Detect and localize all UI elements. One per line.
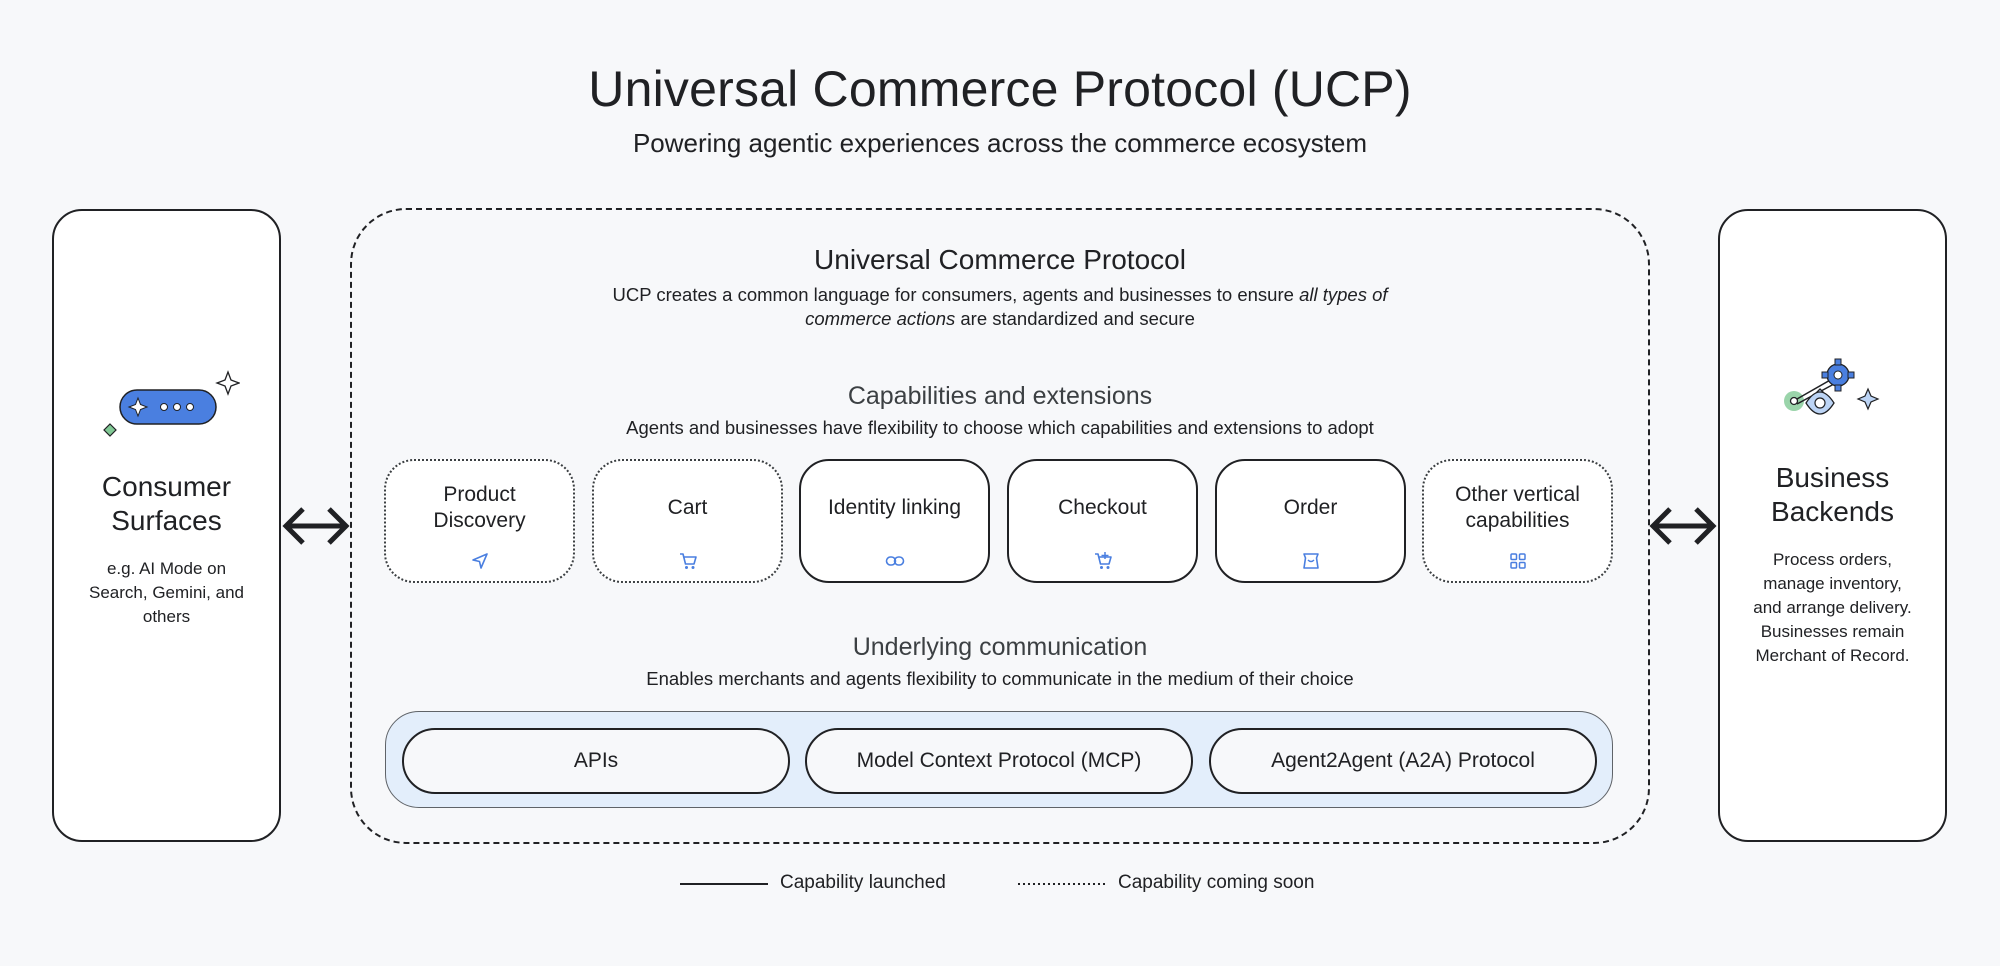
consumer-desc-line2: Search, Gemini, and: [89, 583, 244, 602]
consumer-title-line1: Consumer: [101, 471, 232, 502]
legend-dotted-line: [1018, 883, 1106, 885]
ucp-panel: [350, 208, 1650, 844]
shopping-bag-icon: [1302, 553, 1319, 569]
capability-label: Other vertical: [1455, 483, 1580, 506]
business-desc-line1: Process orders,: [1772, 550, 1893, 569]
ucp-desc-italic-2: commerce actions: [805, 308, 956, 329]
ucp-desc-plain-1: UCP creates a common language for consum…: [612, 284, 1300, 305]
capability-label: Product: [443, 483, 516, 506]
chat-bubble-sparkle-icon: [103, 370, 240, 437]
gears-connection-icon: [1784, 358, 1880, 415]
capability-card-order: Order: [1215, 459, 1406, 583]
grid-icon: [1509, 553, 1526, 569]
comm-pill-apis: APIs: [402, 728, 790, 794]
consumer-title-line2: Surfaces: [111, 505, 222, 536]
send-icon: [471, 553, 488, 569]
comm-pill-mcp: Model Context Protocol (MCP): [805, 728, 1193, 794]
business-desc-line2: manage inventory,: [1763, 574, 1902, 593]
business-backends-panel: Business Backends Process orders, manage…: [1718, 209, 1947, 842]
ucp-description-line2: commerce actions are standardized and se…: [350, 306, 1650, 331]
capability-card-cart: Cart: [592, 459, 783, 583]
capability-label: Checkout: [1058, 496, 1147, 519]
legend-coming-soon-label: Capability coming soon: [1118, 872, 1315, 893]
comm-pill-a2a: Agent2Agent (A2A) Protocol: [1209, 728, 1597, 794]
capability-label: Identity linking: [827, 496, 962, 519]
legend-launched-label: Capability launched: [780, 872, 946, 893]
capability-label: Cart: [667, 496, 708, 519]
consumer-surfaces-panel: Consumer Surfaces e.g. AI Mode on Search…: [52, 209, 281, 842]
ucp-title: Universal Commerce Protocol: [814, 244, 1186, 275]
page-subtitle: Powering agentic experiences across the …: [632, 128, 1368, 158]
cart-icon: [679, 553, 697, 569]
ucp-desc-plain-2: are standardized and secure: [955, 308, 1195, 329]
business-desc-line3: and arrange delivery.: [1753, 598, 1912, 617]
capability-card-identity-linking: Identity linking: [799, 459, 990, 583]
business-title-line1: Business: [1775, 462, 1890, 493]
ucp-desc-italic-1: all types of: [1299, 284, 1388, 305]
communication-description: Enables merchants and agents flexibility…: [646, 668, 1354, 689]
capability-label: Order: [1283, 496, 1338, 519]
link-icon: [885, 556, 904, 566]
bidirectional-arrow-left: [282, 507, 350, 545]
legend-solid-line: [680, 883, 768, 885]
bidirectional-arrow-right: [1649, 507, 1717, 545]
consumer-desc-line3: others: [142, 607, 191, 626]
business-desc-line5: Merchant of Record.: [1755, 646, 1910, 665]
capabilities-heading: Capabilities and extensions: [847, 382, 1153, 410]
consumer-desc-line1: e.g. AI Mode on: [106, 559, 227, 578]
capabilities-description: Agents and businesses have flexibility t…: [626, 417, 1374, 438]
cart-add-icon: [1094, 552, 1112, 569]
business-desc-line4: Businesses remain: [1760, 622, 1905, 641]
capability-card-other-vertical: Other vertical capabilities: [1422, 459, 1613, 583]
business-title-line2: Backends: [1771, 496, 1894, 527]
communication-heading: Underlying communication: [852, 633, 1148, 661]
capability-card-checkout: Checkout: [1007, 459, 1198, 583]
capability-card-product-discovery: Product Discovery: [384, 459, 575, 583]
ucp-description-line1: UCP creates a common language for consum…: [350, 282, 1650, 307]
capability-label: capabilities: [1465, 509, 1570, 532]
page-title: Universal Commerce Protocol (UCP): [588, 61, 1412, 117]
capability-label: Discovery: [433, 509, 526, 532]
